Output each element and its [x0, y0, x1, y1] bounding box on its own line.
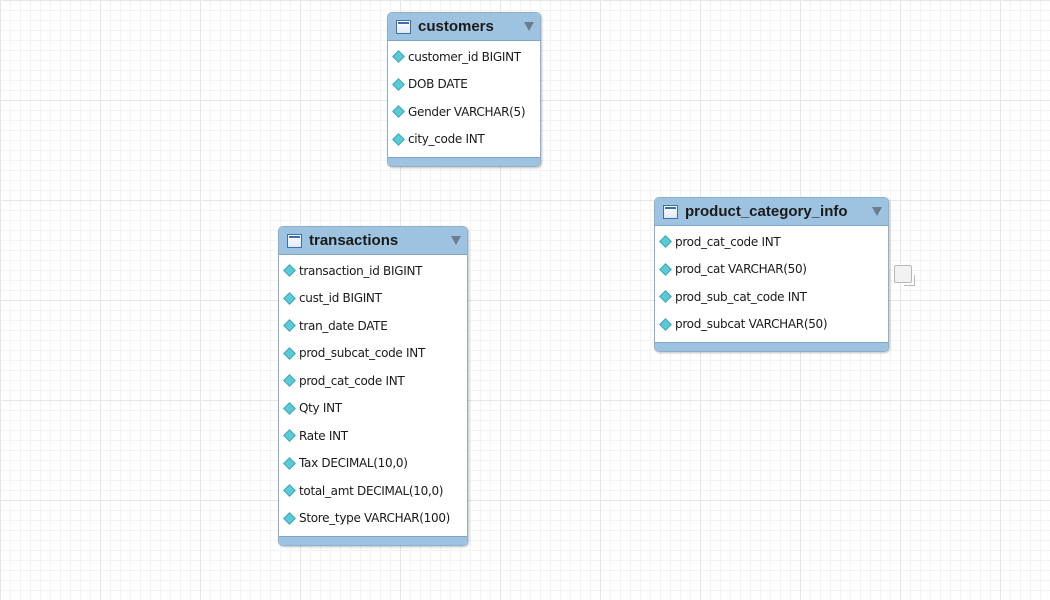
table-footer — [655, 342, 888, 351]
table-product-category-info[interactable]: product_category_info prod_cat_code INT … — [654, 197, 889, 352]
column-row[interactable]: prod_sub_cat_code INT — [655, 283, 888, 311]
table-customers[interactable]: customers customer_id BIGINT DOB DATE Ge… — [387, 12, 541, 167]
column-row[interactable]: prod_cat_code INT — [279, 367, 467, 395]
collapse-triangle-icon[interactable] — [872, 207, 882, 216]
column-label: prod_sub_cat_code INT — [675, 289, 807, 304]
column-label: Rate INT — [299, 428, 348, 443]
table-transactions[interactable]: transactions transaction_id BIGINT cust_… — [278, 226, 468, 546]
table-header[interactable]: transactions — [279, 227, 467, 255]
table-header[interactable]: product_category_info — [655, 198, 888, 226]
column-label: total_amt DECIMAL(10,0) — [299, 483, 444, 498]
column-row[interactable]: Tax DECIMAL(10,0) — [279, 450, 467, 478]
column-row[interactable]: cust_id BIGINT — [279, 285, 467, 313]
column-diamond-icon — [392, 50, 405, 64]
column-row[interactable]: DOB DATE — [388, 71, 540, 99]
column-label: city_code INT — [408, 132, 485, 147]
column-diamond-icon — [283, 511, 296, 525]
column-row[interactable]: Gender VARCHAR(5) — [388, 98, 540, 126]
table-icon — [287, 233, 302, 248]
column-diamond-icon — [283, 346, 296, 360]
column-label: customer_id BIGINT — [408, 49, 521, 64]
column-diamond-icon — [659, 235, 672, 249]
table-header[interactable]: customers — [388, 13, 540, 41]
column-diamond-icon — [659, 262, 672, 276]
column-row[interactable]: prod_cat_code INT — [655, 228, 888, 256]
column-label: prod_cat VARCHAR(50) — [675, 262, 807, 277]
column-list: transaction_id BIGINT cust_id BIGINT tra… — [279, 255, 467, 536]
column-diamond-icon — [283, 319, 296, 333]
column-label: Tax DECIMAL(10,0) — [299, 456, 408, 471]
column-row[interactable]: Rate INT — [279, 422, 467, 450]
column-row[interactable]: transaction_id BIGINT — [279, 257, 467, 285]
column-diamond-icon — [283, 264, 296, 278]
column-row[interactable]: prod_subcat_code INT — [279, 340, 467, 368]
table-title: product_category_info — [685, 203, 848, 220]
column-label: cust_id BIGINT — [299, 291, 382, 306]
column-list: customer_id BIGINT DOB DATE Gender VARCH… — [388, 41, 540, 157]
column-row[interactable]: city_code INT — [388, 126, 540, 154]
column-label: prod_cat_code INT — [299, 373, 405, 388]
column-label: prod_subcat VARCHAR(50) — [675, 317, 828, 332]
column-diamond-icon — [392, 77, 405, 91]
column-row[interactable]: tran_date DATE — [279, 312, 467, 340]
column-label: transaction_id BIGINT — [299, 263, 423, 278]
column-diamond-icon — [659, 290, 672, 304]
column-diamond-icon — [283, 401, 296, 415]
column-label: Store_type VARCHAR(100) — [299, 511, 451, 526]
column-diamond-icon — [659, 317, 672, 331]
table-icon — [396, 19, 411, 34]
column-row[interactable]: Store_type VARCHAR(100) — [279, 505, 467, 533]
collapse-triangle-icon[interactable] — [524, 22, 534, 31]
column-diamond-icon — [392, 132, 405, 146]
collapse-triangle-icon[interactable] — [451, 236, 461, 245]
column-row[interactable]: prod_cat VARCHAR(50) — [655, 256, 888, 284]
table-icon — [663, 204, 678, 219]
column-label: DOB DATE — [408, 77, 468, 92]
column-diamond-icon — [283, 456, 296, 470]
column-diamond-icon — [283, 484, 296, 498]
table-footer — [388, 157, 540, 166]
column-row[interactable]: customer_id BIGINT — [388, 43, 540, 71]
column-diamond-icon — [392, 105, 405, 119]
column-row[interactable]: total_amt DECIMAL(10,0) — [279, 477, 467, 505]
column-label: tran_date DATE — [299, 318, 388, 333]
column-list: prod_cat_code INT prod_cat VARCHAR(50) p… — [655, 226, 888, 342]
column-label: Qty INT — [299, 401, 342, 416]
column-row[interactable]: Qty INT — [279, 395, 467, 423]
column-diamond-icon — [283, 429, 296, 443]
note-icon[interactable] — [894, 265, 915, 286]
column-label: Gender VARCHAR(5) — [408, 104, 526, 119]
column-label: prod_subcat_code INT — [299, 346, 425, 361]
column-label: prod_cat_code INT — [675, 234, 781, 249]
column-diamond-icon — [283, 374, 296, 388]
table-footer — [279, 536, 467, 545]
column-row[interactable]: prod_subcat VARCHAR(50) — [655, 311, 888, 339]
table-title: customers — [418, 18, 494, 35]
table-title: transactions — [309, 232, 399, 249]
column-diamond-icon — [283, 291, 296, 305]
